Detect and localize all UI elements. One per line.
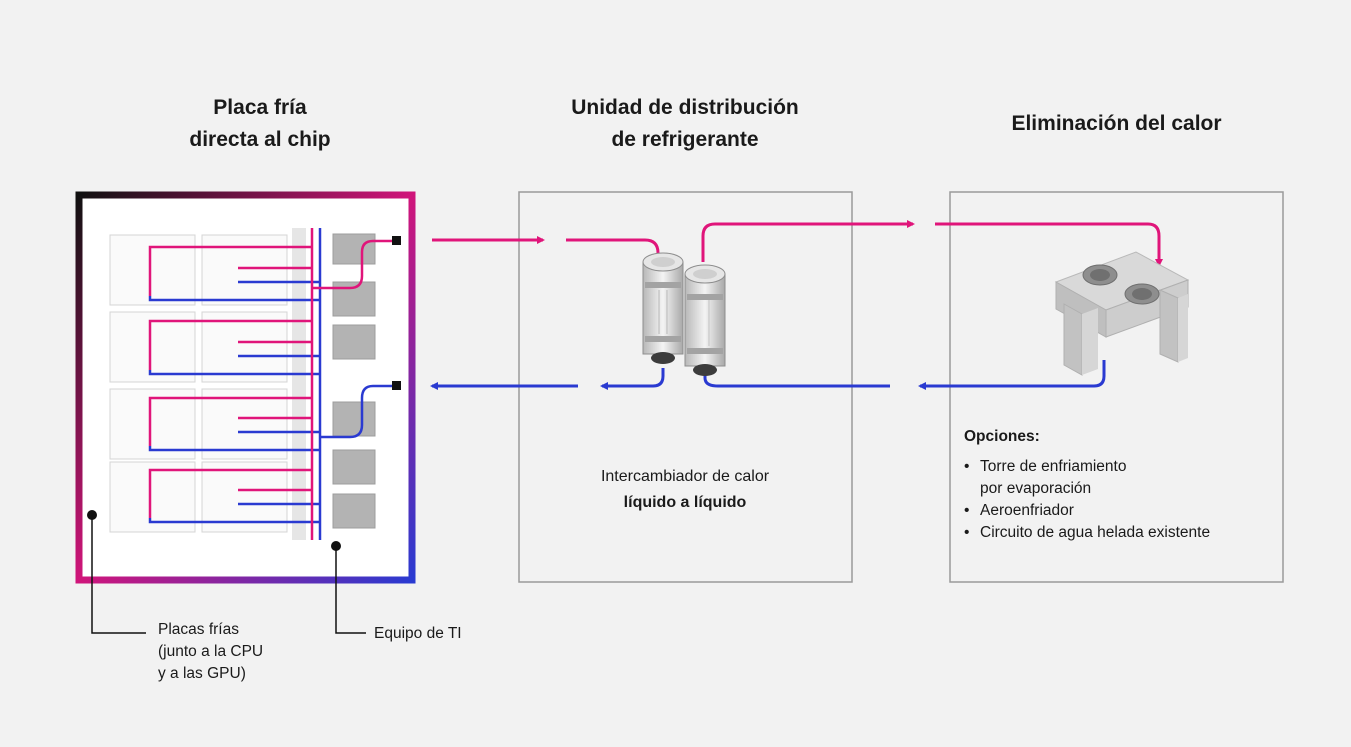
it-equipment-block — [332, 493, 376, 529]
option-line: Circuito de agua helada existente — [980, 524, 1211, 541]
callout-line: y a las GPU) — [158, 665, 246, 682]
supply-arrow — [701, 220, 915, 262]
it-equipment-block — [332, 401, 376, 437]
dry-cooler-icon — [1054, 251, 1190, 376]
return-arrow — [703, 374, 890, 388]
cold-plate-loop — [148, 245, 320, 302]
it-equipment-block — [332, 233, 376, 265]
server-row — [109, 234, 196, 306]
options-block: Opciones: Torre de enfriamiento por evap… — [964, 426, 1279, 544]
cold-plate-loop — [148, 468, 320, 524]
rack-frame — [75, 191, 416, 584]
it-equipment-callout: Equipo de TI — [374, 623, 514, 645]
option-line: por evaporación — [980, 480, 1092, 497]
server-row — [201, 311, 288, 383]
supply-flow — [432, 220, 1163, 267]
options-list: Torre de enfriamiento por evaporación Ae… — [964, 456, 1279, 544]
manifold-shade — [292, 228, 306, 540]
cold-plate-loop — [148, 396, 320, 452]
heat-exchanger-line2: líquido a líquido — [623, 494, 747, 511]
return-arrow — [600, 368, 665, 390]
server-row — [109, 461, 196, 533]
callout-line: Equipo de TI — [374, 625, 462, 642]
supply-arrow — [935, 222, 1163, 267]
coldplate-title-line: Placa fría — [213, 96, 307, 119]
coldplate-title: Placa fría directa al chip — [95, 92, 425, 156]
return-arrow — [918, 360, 1106, 390]
cdu-title: Unidad de distribución de refrigerante — [510, 92, 860, 156]
server-row — [201, 388, 288, 460]
server-row — [109, 388, 196, 460]
supply-port — [392, 236, 401, 245]
cold-plates-callout: Placas frías (junto a la CPU y a las GPU… — [158, 619, 328, 685]
it-equipment — [332, 233, 376, 529]
heat-rejection-title-line: Eliminación del calor — [1011, 112, 1222, 135]
heat-exchanger-icon — [642, 252, 726, 376]
cdu-title-line: de refrigerante — [611, 128, 759, 151]
it-equipment-block — [332, 324, 376, 360]
server-row — [109, 311, 196, 383]
option-line: Torre de enfriamiento — [980, 458, 1127, 475]
options-list-item: Aeroenfriador — [964, 500, 1279, 522]
cold-plate-leader — [91, 515, 146, 634]
callout-line: (junto a la CPU — [158, 643, 264, 660]
heat-exchanger-line1: Intercambiador de calor — [600, 468, 770, 485]
supply-arrow — [566, 238, 660, 258]
exchanger-cylinder — [684, 264, 726, 376]
coldplate-title-line: directa al chip — [189, 128, 331, 151]
cdu-title-line: Unidad de distribución — [571, 96, 799, 119]
options-list-item: Torre de enfriamiento por evaporación — [964, 456, 1279, 500]
return-flow — [430, 360, 1106, 390]
it-equipment-leader — [335, 546, 366, 634]
it-equipment-block — [332, 449, 376, 485]
options-list-item: Circuito de agua helada existente — [964, 522, 1279, 544]
return-port — [392, 381, 401, 390]
heat-exchanger-caption: Intercambiador de calor líquido a líquid… — [540, 464, 830, 516]
rack — [75, 191, 416, 634]
option-line: Aeroenfriador — [980, 502, 1074, 519]
server-row — [201, 461, 288, 533]
server-rows — [109, 234, 288, 533]
heat-rejection-title: Eliminación del calor — [950, 108, 1283, 140]
cold-plate-loops — [148, 245, 320, 524]
exchanger-cylinder — [642, 252, 684, 364]
options-title: Opciones: — [964, 428, 1040, 445]
supply-connection — [312, 239, 394, 290]
cold-plate-loop — [148, 319, 320, 376]
return-connection — [320, 384, 394, 439]
callout-line: Placas frías — [158, 621, 239, 638]
server-row — [201, 234, 288, 306]
